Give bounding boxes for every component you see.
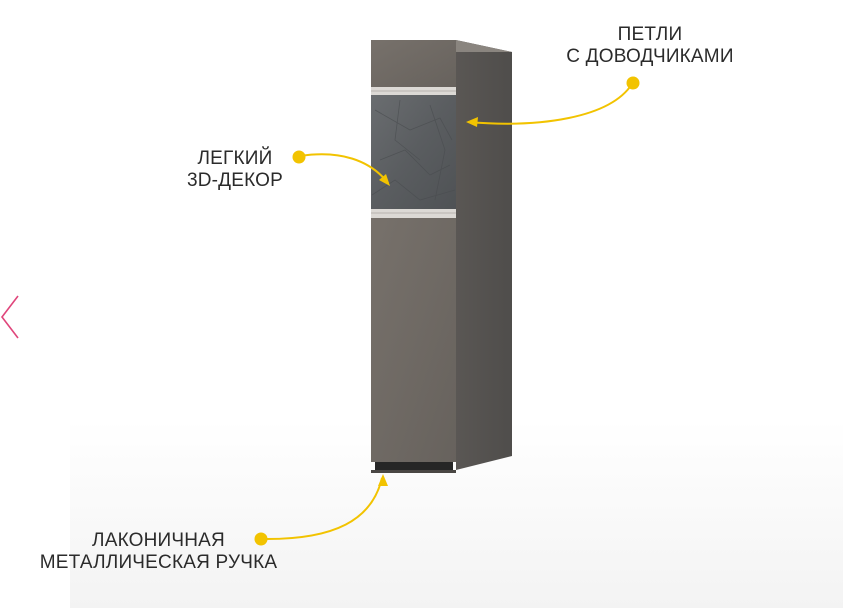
decor-arrow-line bbox=[299, 153, 389, 184]
cabinet-door-lower bbox=[371, 218, 456, 462]
handle-arrowhead bbox=[378, 474, 388, 486]
cabinet-side-panel bbox=[456, 40, 512, 470]
callout-handle-line2: МЕТАЛЛИЧЕСКАЯ РУЧКА bbox=[39, 552, 278, 573]
stone-texture bbox=[371, 99, 456, 201]
callout-decor-line2: 3D-ДЕКОР bbox=[186, 170, 284, 191]
metal-handle bbox=[375, 462, 453, 470]
hinges-dot bbox=[626, 76, 640, 90]
hinges-arrow-line bbox=[467, 83, 633, 125]
callout-hinges-line2: С ДОВОДЧИКАМИ bbox=[566, 46, 734, 67]
stone-decor-panel bbox=[371, 95, 456, 209]
decor-dot bbox=[292, 150, 306, 164]
cabinet-front-top bbox=[371, 40, 456, 87]
callout-decor-line1: ЛЕГКИЙ bbox=[197, 148, 273, 169]
decor-arrowhead bbox=[379, 174, 390, 186]
chevron-left-icon bbox=[0, 295, 19, 339]
previous-image-button[interactable] bbox=[0, 292, 26, 342]
callout-decor: ЛЕГКИЙ 3D-ДЕКОР bbox=[165, 148, 305, 192]
handle-arrow-line bbox=[261, 477, 383, 541]
hinges-arrowhead bbox=[466, 117, 478, 127]
callout-hinges: ПЕТЛИ С ДОВОДЧИКАМИ bbox=[545, 24, 755, 68]
handle-dot bbox=[254, 532, 268, 546]
callout-handle: ЛАКОНИЧНАЯ МЕТАЛЛИЧЕСКАЯ РУЧКА bbox=[6, 530, 311, 574]
callout-hinges-line1: ПЕТЛИ bbox=[617, 24, 683, 45]
cabinet-bottom-edge bbox=[371, 470, 456, 473]
callout-handle-line1: ЛАКОНИЧНАЯ bbox=[92, 530, 225, 551]
